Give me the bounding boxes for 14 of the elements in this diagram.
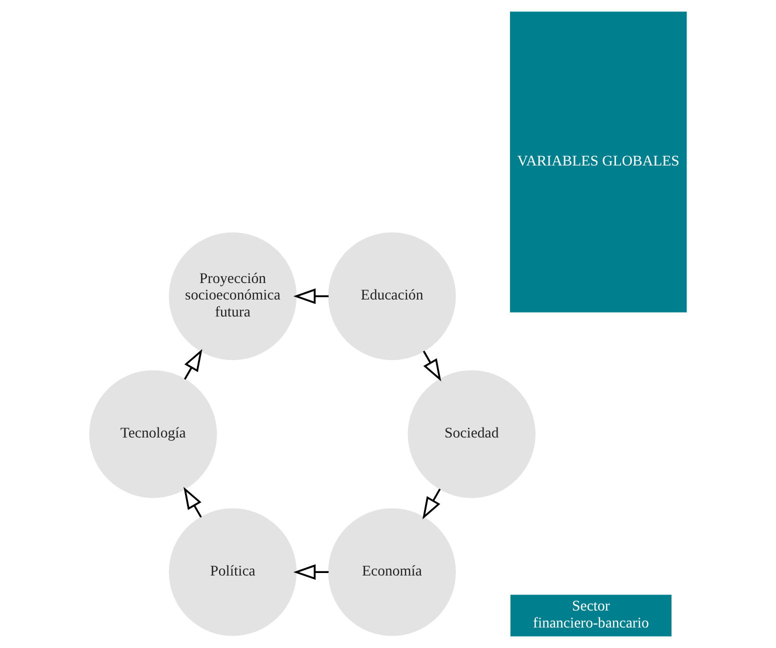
node-box: Sector financiero-bancario xyxy=(510,594,672,636)
node-circle: Economía xyxy=(328,508,456,636)
node-circle: Proyección socioeconómica futura xyxy=(168,232,297,360)
arrow xyxy=(422,350,442,382)
arrow xyxy=(422,488,441,520)
arrow xyxy=(184,486,202,518)
node-circle: Tecnología xyxy=(89,370,217,498)
node-box: VARIABLES GLOBALES xyxy=(510,12,687,312)
arrow xyxy=(293,564,329,580)
node-circle: Educación xyxy=(328,232,456,360)
node-circle: Sociedad xyxy=(408,370,536,498)
node-circle: Política xyxy=(168,508,297,636)
arrow xyxy=(184,348,202,380)
arrow xyxy=(293,288,329,304)
